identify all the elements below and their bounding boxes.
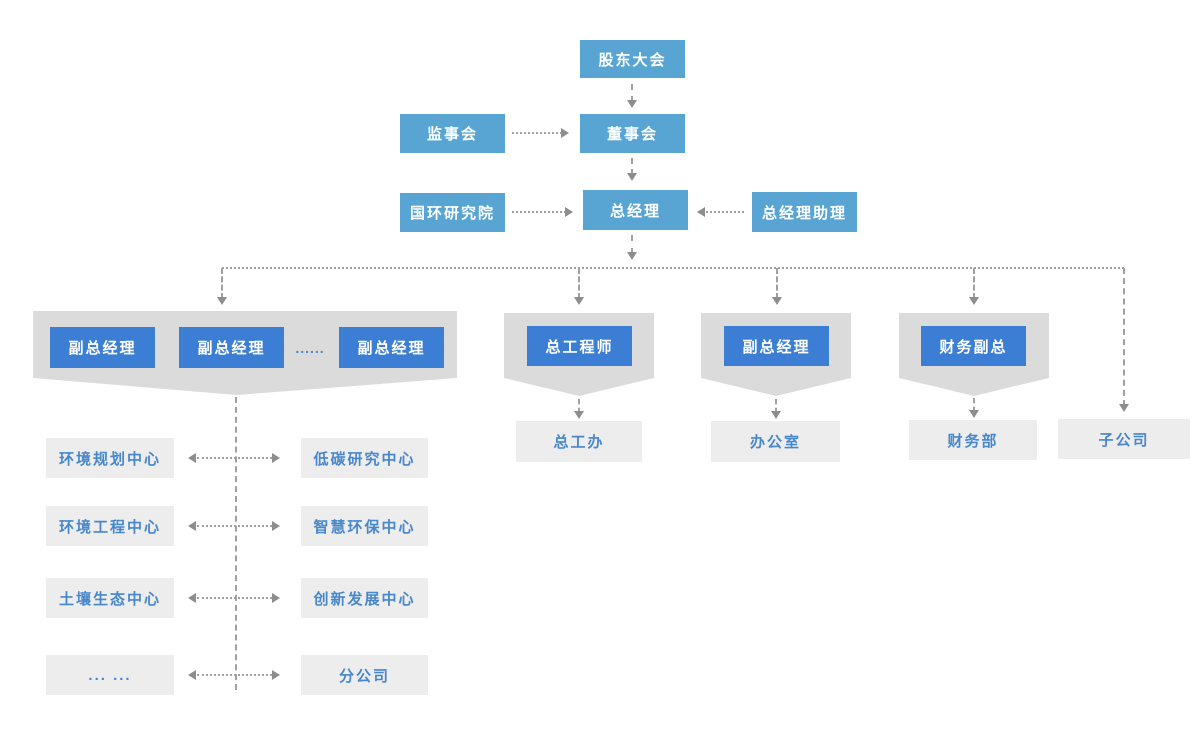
- edge-row1: [197, 457, 272, 459]
- edge-deputies-spine: [235, 397, 237, 690]
- node-chief-engineer-office: 总工办: [516, 421, 642, 462]
- edge-chief-engineer-office: [578, 399, 580, 413]
- edge-board-gm: [631, 158, 633, 175]
- edge-distribution-line: [222, 267, 1124, 269]
- arrowhead-down-icon: [969, 410, 979, 418]
- arrowhead-left-icon: [188, 521, 196, 531]
- arrowhead-down-icon: [771, 411, 781, 419]
- node-gm-assistant: 总经理助理: [752, 192, 857, 232]
- arrowhead-left-icon: [188, 593, 196, 603]
- arrowhead-down-icon: [969, 297, 979, 305]
- arrowhead-right-icon: [272, 670, 280, 680]
- edge-drop-subsidiary: [1123, 268, 1125, 406]
- node-board-of-directors: 董事会: [580, 114, 685, 153]
- arrowhead-right-icon: [272, 453, 280, 463]
- node-general-manager: 总经理: [583, 190, 688, 230]
- arrowhead-down-icon: [1119, 404, 1129, 412]
- node-env-engineering-center: 环境工程中心: [46, 506, 174, 546]
- arrowhead-down-icon: [574, 297, 584, 305]
- arrowhead-down-icon: [772, 297, 782, 305]
- node-deputy-gm-2: 副总经理: [179, 327, 284, 368]
- arrowhead-down-icon: [627, 100, 637, 108]
- node-smart-env-center: 智慧环保中心: [301, 506, 428, 546]
- node-office: 办公室: [711, 421, 840, 462]
- arrowhead-right-icon: [272, 521, 280, 531]
- arrowhead-left-icon: [188, 453, 196, 463]
- arrowhead-left-icon: [188, 670, 196, 680]
- edge-deputy-office: [775, 399, 777, 413]
- edge-drop-chief-engineer: [578, 268, 580, 299]
- edge-drop-deputy-office: [776, 268, 778, 299]
- edge-finance-dept: [973, 398, 975, 412]
- arrowhead-right-icon: [272, 593, 280, 603]
- node-deputy-gm-3: 副总经理: [339, 327, 444, 368]
- edge-drop-deputies: [221, 268, 223, 299]
- edge-drop-finance-deputy: [973, 268, 975, 299]
- edge-row3: [197, 597, 272, 599]
- edge-supervisory-board: [512, 132, 562, 134]
- deputy-gm-ellipsis: ......: [295, 340, 325, 356]
- edge-gm-distribution: [631, 235, 633, 254]
- edge-row4: [197, 674, 272, 676]
- node-soil-ecology-center: 土壤生态中心: [46, 578, 174, 618]
- arrowhead-left-icon: [697, 207, 705, 217]
- node-chief-engineer: 总工程师: [527, 326, 632, 366]
- node-env-planning-center: 环境规划中心: [46, 438, 174, 478]
- node-shareholders-meeting: 股东大会: [580, 40, 685, 78]
- edge-shareholders-board: [631, 84, 633, 102]
- node-more-departments: ... ...: [46, 655, 174, 695]
- node-deputy-gm-office: 副总经理: [724, 326, 829, 366]
- arrowhead-down-icon: [627, 252, 637, 260]
- node-supervisory-board: 监事会: [400, 114, 505, 153]
- node-deputy-gm-1: 副总经理: [50, 327, 155, 368]
- edge-research-gm: [512, 211, 566, 213]
- node-innovation-center: 创新发展中心: [301, 578, 428, 618]
- edge-row2: [197, 525, 272, 527]
- node-branch-company: 分公司: [301, 655, 428, 695]
- arrowhead-right-icon: [561, 128, 569, 138]
- node-research-institute: 国环研究院: [400, 193, 505, 232]
- arrowhead-down-icon: [574, 411, 584, 419]
- arrowhead-down-icon: [217, 297, 227, 305]
- node-finance-deputy: 财务副总: [921, 326, 1026, 366]
- arrowhead-right-icon: [565, 207, 573, 217]
- node-low-carbon-center: 低碳研究中心: [301, 438, 428, 478]
- node-subsidiary: 子公司: [1058, 419, 1190, 459]
- edge-assistant-gm: [706, 211, 744, 213]
- node-finance-dept: 财务部: [909, 420, 1037, 460]
- arrowhead-down-icon: [627, 173, 637, 181]
